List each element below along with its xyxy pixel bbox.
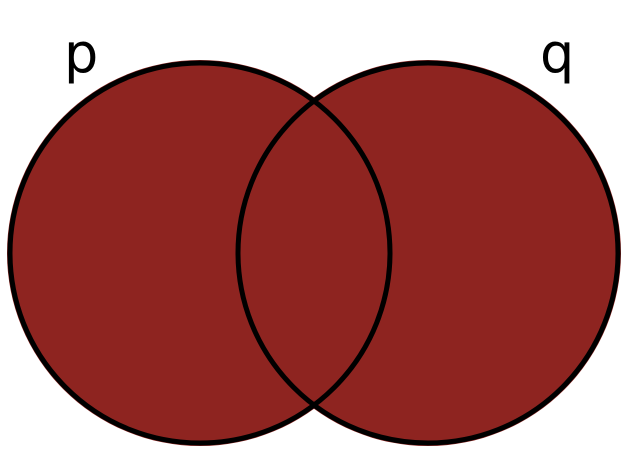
set-q-outline <box>235 60 621 446</box>
set-q-label: q <box>540 22 574 85</box>
set-p-outline <box>7 60 393 446</box>
set-p-label: p <box>64 22 98 85</box>
set-q-region <box>235 60 621 446</box>
